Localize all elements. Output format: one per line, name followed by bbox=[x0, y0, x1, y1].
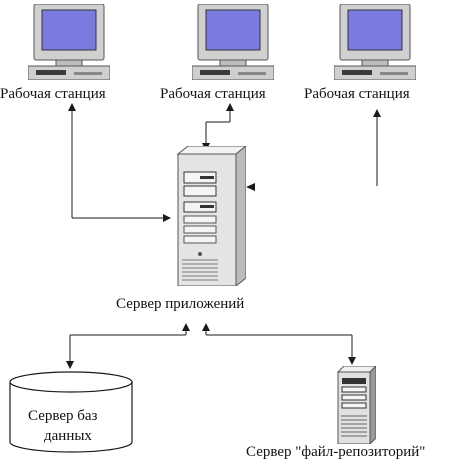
link-appserver-fileserver bbox=[202, 323, 356, 365]
link-appserver-db bbox=[66, 323, 190, 369]
file-server-label: Сервер "файл-репозиторий" bbox=[246, 444, 426, 460]
app-server-label: Сервер приложений bbox=[116, 296, 245, 312]
link-ws1-appserver bbox=[68, 103, 171, 222]
workstation-icon bbox=[28, 4, 110, 80]
db-server-label-line1: Сервер баз bbox=[28, 408, 98, 424]
app-server-icon bbox=[176, 146, 246, 286]
db-server-label-line2: данных bbox=[44, 428, 92, 444]
workstation-label: Рабочая станция bbox=[304, 86, 410, 102]
workstation-label: Рабочая станция bbox=[160, 86, 266, 102]
link-ws3-appserver bbox=[246, 109, 381, 191]
workstation-label: Рабочая станция bbox=[0, 86, 106, 102]
link-ws2-appserver bbox=[202, 103, 234, 151]
workstation-icon bbox=[334, 4, 416, 80]
workstation-icon bbox=[192, 4, 274, 80]
database-icon bbox=[9, 371, 133, 453]
file-server-icon bbox=[336, 366, 376, 444]
